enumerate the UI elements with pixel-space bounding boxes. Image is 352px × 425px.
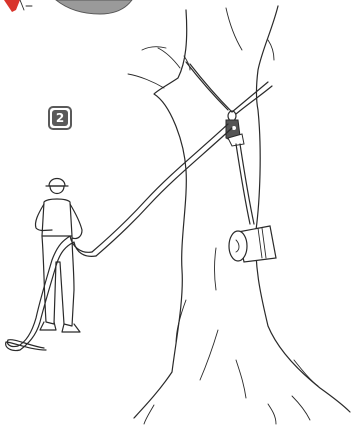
step-number-fill: 2 xyxy=(52,110,68,126)
grey-cropped-shape xyxy=(56,0,132,14)
main-rope xyxy=(92,124,232,256)
load-rope xyxy=(236,144,254,224)
step-number-badge: 2 xyxy=(48,106,72,130)
log-load xyxy=(229,226,276,262)
rope-tail xyxy=(6,236,96,351)
pulley-device xyxy=(226,111,244,146)
step-number: 2 xyxy=(56,110,64,126)
top-cropped-graphic xyxy=(4,0,132,14)
person-figure xyxy=(35,179,82,333)
anchor-slings xyxy=(186,62,272,114)
red-accent-mark xyxy=(4,0,20,12)
tree-trunk xyxy=(128,6,350,424)
